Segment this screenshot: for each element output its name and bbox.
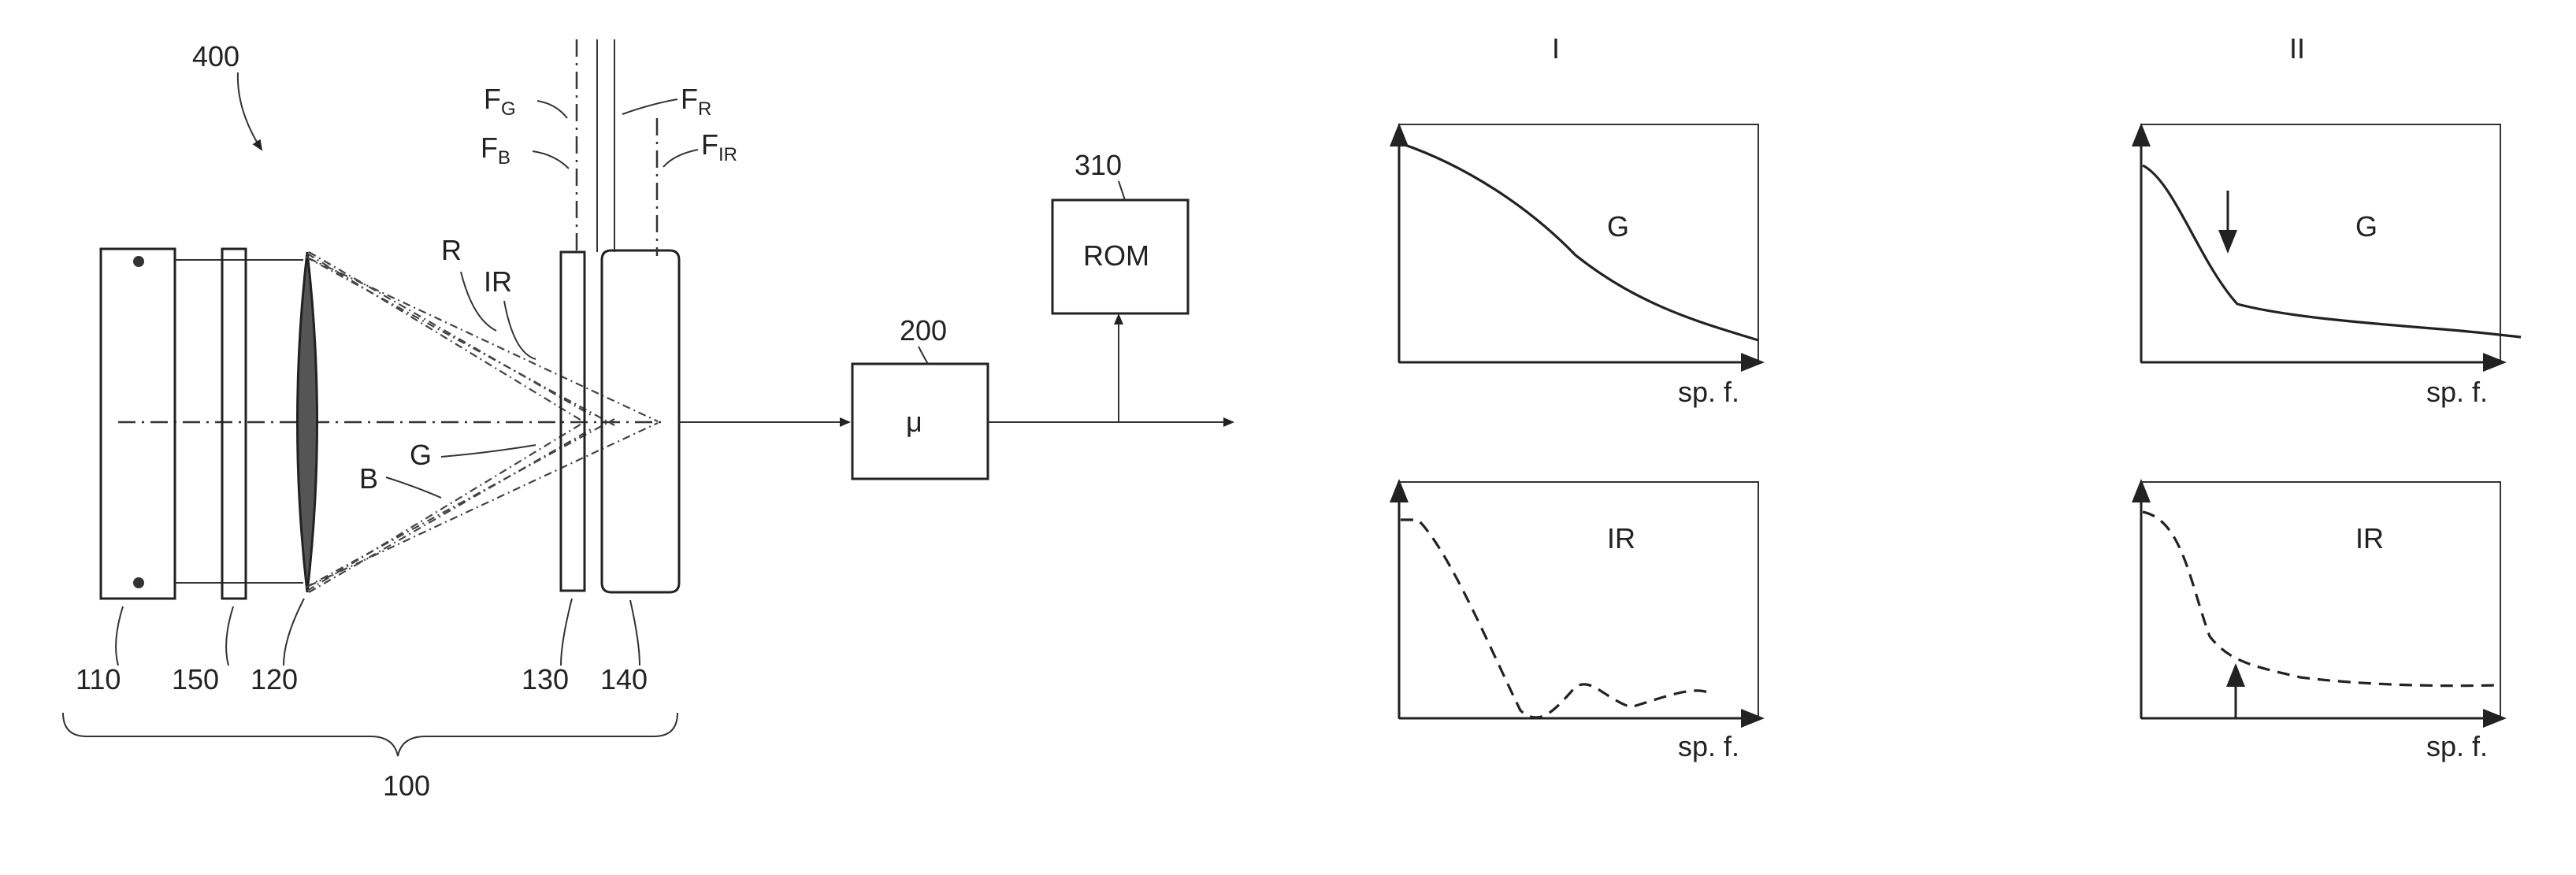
graph-ii-g: G sp. f.	[2141, 124, 2521, 408]
label-lens: 120	[251, 663, 298, 695]
svg-text:IR: IR	[2355, 522, 2384, 554]
lens	[298, 252, 317, 592]
label-processor: 200	[900, 314, 947, 347]
svg-text:sp. f.: sp. f.	[1678, 730, 1739, 762]
focal-plane-labels: FG FR FB FIR	[481, 83, 737, 169]
system-label: 400	[192, 40, 239, 72]
ray-label-ir: IR	[484, 265, 512, 298]
graph-i-g: G sp. f.	[1399, 124, 1761, 408]
svg-text:FIR: FIR	[701, 128, 737, 165]
system-arrow	[238, 72, 262, 150]
filter-plate	[222, 249, 246, 599]
svg-text:FG: FG	[484, 83, 516, 120]
label-rom: 310	[1075, 149, 1122, 181]
svg-text:G: G	[1607, 210, 1629, 243]
sensor-mark-bottom	[133, 577, 144, 588]
svg-text:sp. f.: sp. f.	[2426, 730, 2488, 762]
column-1-label: I	[1552, 32, 1560, 65]
label-detector: 140	[600, 663, 648, 695]
leader-ir	[504, 301, 536, 359]
column-2-label: II	[2289, 32, 2305, 65]
ray-label-r: R	[441, 234, 462, 266]
svg-text:IR: IR	[1607, 522, 1635, 554]
graph-ii-ir: IR sp. f.	[2141, 482, 2504, 762]
svg-text:FR: FR	[681, 83, 711, 120]
graph-i-ir: IR sp. f.	[1399, 482, 1761, 762]
focal-planes	[577, 39, 657, 256]
svg-text:sp. f.: sp. f.	[1678, 376, 1739, 408]
sensor-block	[101, 249, 175, 599]
svg-text:G: G	[2355, 210, 2377, 243]
label-camera: 100	[383, 769, 430, 802]
rom-text: ROM	[1083, 239, 1149, 272]
camera-brace	[63, 713, 677, 756]
label-sensor: 110	[76, 663, 121, 695]
processor-symbol: μ	[906, 406, 922, 438]
leader-g	[441, 445, 536, 457]
leader-b	[386, 477, 441, 498]
ray-label-b: B	[359, 462, 378, 495]
sensor-mark-top	[133, 256, 144, 267]
svg-text:FB: FB	[481, 132, 510, 169]
ray-label-g: G	[410, 439, 432, 471]
svg-text:sp. f.: sp. f.	[2426, 376, 2488, 408]
label-filter: 150	[172, 663, 219, 695]
label-plate: 130	[522, 663, 569, 695]
